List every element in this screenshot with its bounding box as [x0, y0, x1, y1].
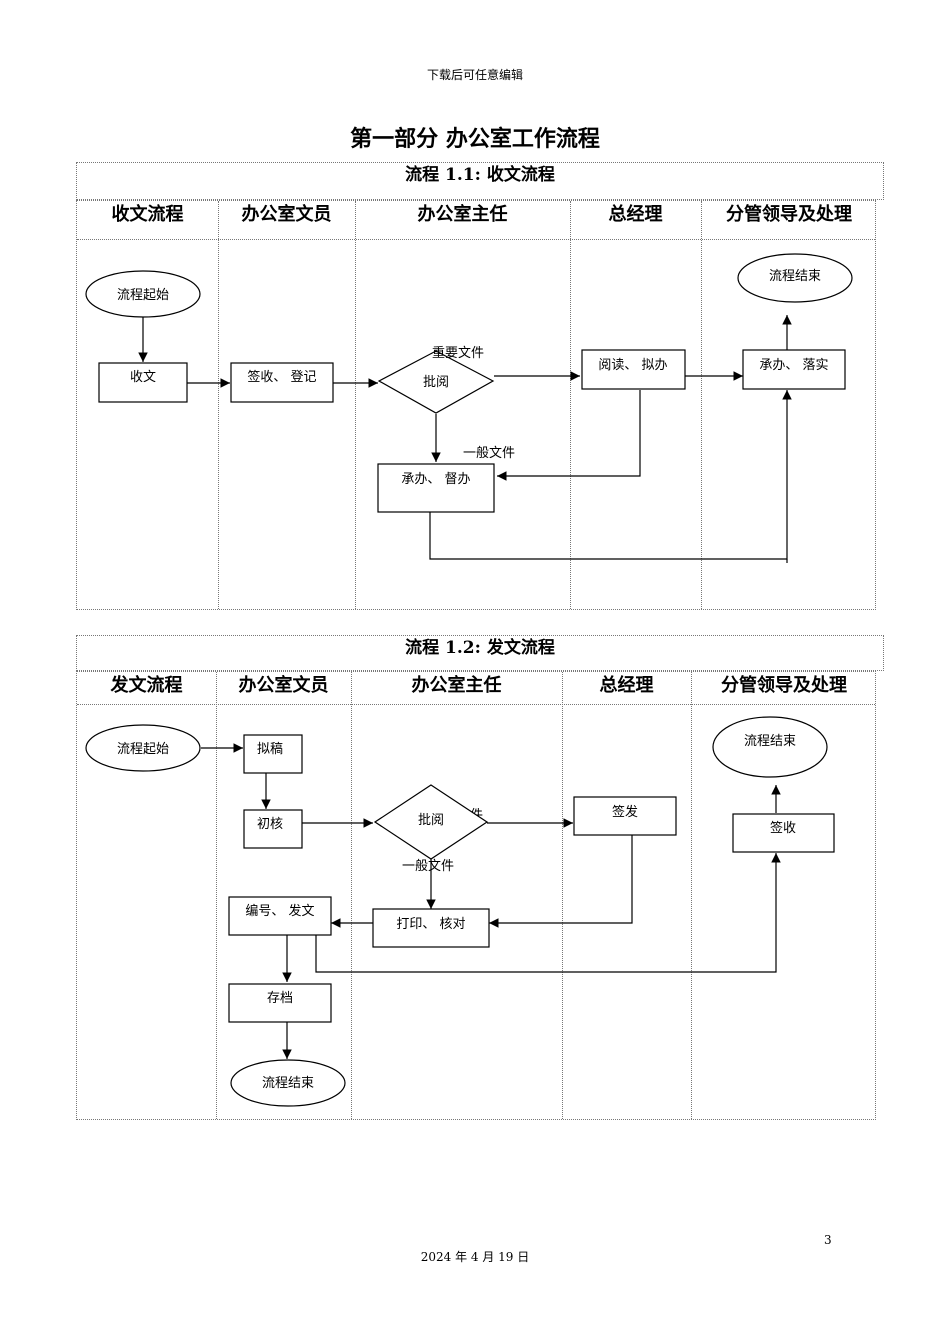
flow1-end-node [737, 253, 853, 303]
flow2-archive-node [228, 983, 332, 1023]
flow1-general-file-label: 一般文件 [463, 445, 515, 461]
flow1-undertake-implement-node [742, 349, 846, 390]
flow1-lane-4: 总经理 [608, 204, 663, 225]
flow1-end-label: 流程结束 [769, 269, 821, 284]
flow1-caption: 流程 1.1: 收文流程 [76, 162, 884, 200]
flow1-lane-5: 分管领导及处理 [726, 204, 852, 225]
flow2-review-label: 批阅 [418, 813, 444, 828]
flow2-end-left-label: 流程结束 [262, 1076, 314, 1091]
flow1-lane-divider [355, 201, 356, 609]
flow2-draft-node [243, 734, 303, 774]
connector [489, 835, 633, 928]
flow1-undertake-supervise-node [377, 463, 495, 513]
flow2-sign-issue-label: 签发 [612, 804, 638, 820]
flow1-section: 流程 1.1: 收文流程 收文流程 办公室文员 办公室主任 总经理 分管领导及处… [76, 162, 886, 612]
flow2-lanes: 发文流程 办公室文员 办公室主任 总经理 分管领导及处理 [76, 671, 876, 1120]
flow2-first-review-label: 初核 [257, 817, 283, 832]
flow2-lane-3: 办公室主任 [411, 675, 502, 696]
connector [315, 853, 781, 973]
flow2-lane-1: 发文流程 [110, 675, 183, 696]
flow2-lane-divider [562, 672, 563, 1119]
flow1-start-node [85, 270, 201, 318]
flow2-print-check-node [372, 908, 490, 948]
flow1-lane-1: 收文流程 [111, 204, 184, 225]
flow2-lane-divider [351, 672, 352, 1119]
flow1-undertake-implement-label: 承办、 落实 [759, 358, 828, 373]
flow1-lane-divider [701, 201, 702, 609]
header-note: 下载后可任意编辑 [426, 68, 523, 82]
flow1-diagram: 流程起始 收文 签收、 登记 批阅 阅读、 拟办 承办、 落实 流程结束 承办、… [85, 253, 853, 563]
flow2-start-node [85, 724, 201, 772]
flow1-important-file-label: 重要文件 [432, 345, 484, 361]
flow1-review-node [377, 350, 495, 414]
flow2-sign-receive-label: 签收 [770, 820, 796, 836]
flow2-start-label: 流程起始 [117, 742, 169, 757]
flow2-lane-divider [216, 672, 217, 1119]
flow1-sign-register-label: 签收、 登记 [247, 369, 316, 385]
flow2-diagram: 重要文件 流程起始 拟稿 初核 批阅 签发 流程结束 签收 编号、 发文 打印、… [85, 716, 835, 1107]
flow1-read-handle-label: 阅读、 拟办 [598, 358, 667, 373]
flow2-number-issue-label: 编号、 发文 [245, 903, 314, 919]
flow1-lane-divider [570, 201, 571, 609]
flow2-end-right-label: 流程结束 [744, 734, 796, 749]
flow2-end-right-node [712, 716, 828, 778]
connector [497, 390, 641, 481]
flow2-print-check-label: 打印、 核对 [396, 917, 465, 932]
flow1-header-divider [77, 239, 875, 240]
flow1-lane-2: 办公室文员 [241, 204, 332, 225]
flow2-sign-issue-node [573, 796, 677, 836]
flow2-number-issue-node [228, 896, 332, 936]
flow2-lane-5: 分管领导及处理 [721, 675, 847, 696]
flow2-general-file-label: 一般文件 [402, 858, 454, 874]
flow1-lane-3: 办公室主任 [417, 204, 508, 225]
flow1-receive-node [98, 362, 188, 403]
flow1-lanes: 收文流程 办公室文员 办公室主任 总经理 分管领导及处理 [76, 200, 876, 610]
flow2-sign-receive-node [732, 813, 835, 853]
main-title: 第一部分 办公室工作流程 [350, 126, 600, 152]
page-number: 3 [824, 1233, 832, 1247]
flow2-lane-4: 总经理 [599, 675, 654, 696]
flow1-undertake-supervise-label: 承办、 督办 [401, 472, 470, 487]
flow2-header-divider [77, 704, 875, 705]
flow2-caption: 流程 1.2: 发文流程 [76, 635, 884, 671]
flow1-lane-divider [218, 201, 219, 609]
flow2-review-node [373, 784, 489, 860]
flow1-receive-label: 收文 [130, 370, 156, 385]
flow1-read-handle-node [581, 349, 686, 390]
flow2-lane-divider [691, 672, 692, 1119]
flow2-first-review-node [243, 809, 303, 849]
flow2-lane-2: 办公室文员 [238, 675, 329, 696]
flow1-sign-register-node [230, 362, 334, 403]
flow2-draft-label: 拟稿 [257, 741, 283, 757]
flow2-archive-label: 存档 [267, 991, 293, 1006]
flow1-review-label: 批阅 [423, 375, 449, 390]
connector [429, 390, 792, 560]
flow2-end-left-node [230, 1059, 346, 1107]
flow2-section: 流程 1.2: 发文流程 发文流程 办公室文员 办公室主任 总经理 分管领导及处… [76, 635, 886, 1123]
footer-date: 2024 年 4 月 19 日 [420, 1250, 530, 1264]
flow1-start-label: 流程起始 [117, 288, 169, 303]
